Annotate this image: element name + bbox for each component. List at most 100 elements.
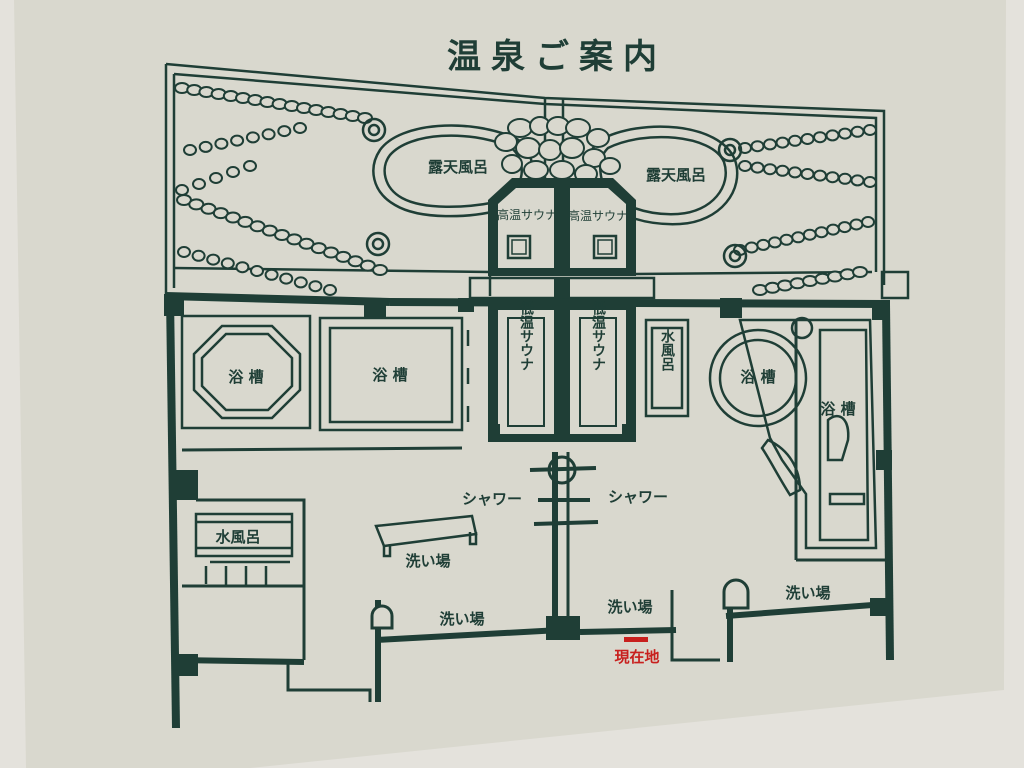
stepping-stone: [177, 246, 191, 258]
stepping-stone: [206, 253, 221, 266]
cold-bath-left-label: 水風呂: [215, 528, 260, 546]
stepping-stone: [852, 266, 868, 278]
stepping-stone: [235, 261, 250, 274]
stepping-stone: [838, 127, 852, 140]
bath-octagon-label: 浴 槽: [228, 368, 263, 386]
stepping-stone: [245, 131, 260, 144]
sign-title: 温泉ご案内: [447, 37, 667, 77]
stepping-stone: [813, 131, 827, 144]
stepping-stone: [293, 122, 307, 134]
cold-bath-left-area: [194, 512, 294, 586]
stepping-stone: [209, 172, 223, 184]
stepping-stone: [825, 129, 840, 142]
current-location-label: 現在地: [614, 648, 659, 666]
stepping-stone: [183, 144, 197, 156]
stepping-stone: [800, 133, 815, 145]
open-air-bath-left: [372, 124, 534, 218]
stepping-stone: [779, 233, 794, 246]
garden-lanterns: [361, 117, 748, 269]
open-air-bath-left-label: 露天風呂: [428, 158, 488, 176]
stepping-stone: [738, 160, 752, 172]
washing-center-label: 洗い場: [405, 552, 450, 570]
stepping-stone: [800, 168, 815, 180]
stepping-stone: [261, 128, 276, 141]
stepping-stone: [863, 124, 877, 136]
stepping-stone: [838, 172, 852, 185]
stepping-stone: [767, 236, 782, 249]
open-air-bath-right: [587, 125, 739, 226]
stepping-stone: [763, 163, 777, 176]
stepping-stone: [814, 226, 829, 239]
stepping-stone: [357, 112, 373, 124]
stepping-stone: [775, 136, 790, 149]
stepping-stone: [372, 264, 388, 276]
stepping-stone: [788, 166, 802, 179]
washing-bottom-right-label: 洗い場: [785, 584, 830, 602]
low-temp-sauna-block: [488, 302, 636, 442]
stepping-stones-lower-right: [733, 216, 875, 296]
stepping-stone: [825, 171, 840, 184]
stepping-stone: [788, 134, 802, 147]
stepping-stone: [264, 268, 279, 281]
stepping-stone: [277, 125, 292, 138]
stepping-stone: [230, 134, 245, 147]
stepping-stone: [863, 176, 877, 188]
washing-bottom-left-label: 洗い場: [439, 610, 484, 628]
hot-sauna-block: [488, 178, 636, 276]
stepping-stone: [192, 178, 206, 190]
stepping-stone: [323, 284, 337, 296]
stepping-stone: [750, 140, 765, 153]
stepping-stone: [220, 257, 235, 270]
bath-right-label: 浴 槽: [820, 400, 855, 418]
stepping-stone: [279, 272, 294, 285]
washing-bench: [374, 514, 478, 558]
cold-bath-center-label: 水風呂: [659, 328, 675, 372]
bath-right-area: [708, 316, 878, 550]
stepping-stone: [214, 137, 229, 150]
rock-cluster: [494, 116, 621, 184]
stepping-stone: [756, 238, 771, 251]
bath-long-area: [318, 316, 470, 440]
stepping-stones-top-right: [738, 124, 877, 188]
stepping-stone: [750, 161, 765, 174]
sauna-divider: [554, 278, 570, 298]
stepping-stone: [775, 164, 790, 177]
stepping-stone: [243, 160, 257, 172]
shower-fixtures: [529, 455, 599, 526]
wall-posts: [164, 294, 892, 676]
stepping-stone: [226, 166, 240, 178]
stepping-stone: [198, 140, 213, 153]
bath-octagon-area: [180, 314, 312, 430]
hot-sauna-left-label: 高温サウナ: [497, 207, 557, 222]
stepping-stone: [802, 228, 817, 241]
stepping-stones-top-left: [174, 82, 373, 196]
bath-long-label: 浴 槽: [372, 366, 407, 384]
stepping-stone: [293, 276, 308, 289]
sauna-entrance-step: [468, 276, 656, 300]
stepping-stone: [837, 221, 852, 234]
bath-round-label: 浴 槽: [740, 368, 775, 386]
stepping-stone: [813, 169, 827, 182]
stepping-stone: [175, 184, 189, 196]
stepping-stones-lower-left: [176, 194, 388, 296]
stepping-stone: [850, 125, 865, 138]
stepping-stone: [308, 280, 323, 293]
low-temp-sauna-left-label: 低温サウナ: [518, 300, 535, 371]
current-location-marker: [624, 637, 648, 642]
stepping-stone: [191, 249, 206, 262]
stepping-stone: [850, 174, 865, 187]
stepping-stone: [861, 216, 875, 228]
low-temp-sauna-right-label: 低温サウナ: [590, 300, 607, 371]
stepping-stone: [849, 218, 864, 231]
stepping-stone: [744, 241, 759, 254]
garden-outer-wall: [165, 62, 886, 285]
garden-corner-post: [880, 270, 910, 300]
shower-left-label: シャワー: [462, 490, 522, 508]
open-air-bath-right-label: 露天風呂: [646, 166, 706, 184]
stepping-stone: [826, 223, 841, 236]
shower-right-label: シャワー: [608, 488, 668, 506]
stepping-stone: [791, 231, 806, 244]
cold-bath-center-area: [644, 318, 690, 418]
stepping-stone: [250, 265, 264, 277]
